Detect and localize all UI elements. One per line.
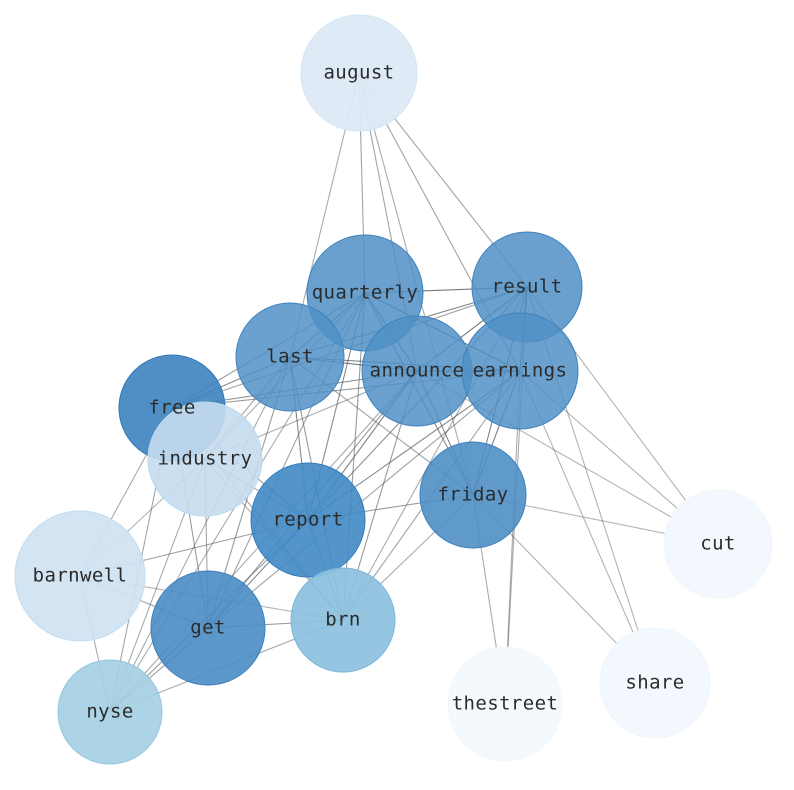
graph-edge	[109, 356, 291, 713]
graph-node-brn[interactable]	[290, 567, 396, 673]
graph-node-august[interactable]	[300, 14, 418, 132]
node-circle-earnings[interactable]	[461, 312, 579, 430]
node-circle-friday[interactable]	[419, 441, 527, 549]
graph-node-report[interactable]	[250, 462, 366, 578]
node-circle-get[interactable]	[150, 570, 266, 686]
graph-node-cut[interactable]	[663, 489, 773, 599]
node-circle-august[interactable]	[300, 14, 418, 132]
graph-node-thestreet[interactable]	[447, 646, 563, 762]
node-circle-barnwell[interactable]	[14, 510, 146, 642]
graph-edge	[416, 370, 719, 545]
node-circle-industry[interactable]	[147, 401, 263, 517]
graph-node-friday[interactable]	[419, 441, 527, 549]
node-circle-announce[interactable]	[361, 315, 473, 427]
node-circle-last[interactable]	[235, 302, 345, 412]
graph-node-earnings[interactable]	[461, 312, 579, 430]
graph-node-share[interactable]	[599, 627, 711, 739]
node-circle-nyse[interactable]	[57, 659, 163, 765]
graph-node-barnwell[interactable]	[14, 510, 146, 642]
graph-node-nyse[interactable]	[57, 659, 163, 765]
node-circle-share[interactable]	[599, 627, 711, 739]
graph-node-get[interactable]	[150, 570, 266, 686]
node-circle-report[interactable]	[250, 462, 366, 578]
graph-node-industry[interactable]	[147, 401, 263, 517]
node-circle-brn[interactable]	[290, 567, 396, 673]
node-circle-cut[interactable]	[663, 489, 773, 599]
graph-edge	[207, 370, 521, 629]
node-circle-thestreet[interactable]	[447, 646, 563, 762]
graph-node-announce[interactable]	[361, 315, 473, 427]
graph-node-last[interactable]	[235, 302, 345, 412]
